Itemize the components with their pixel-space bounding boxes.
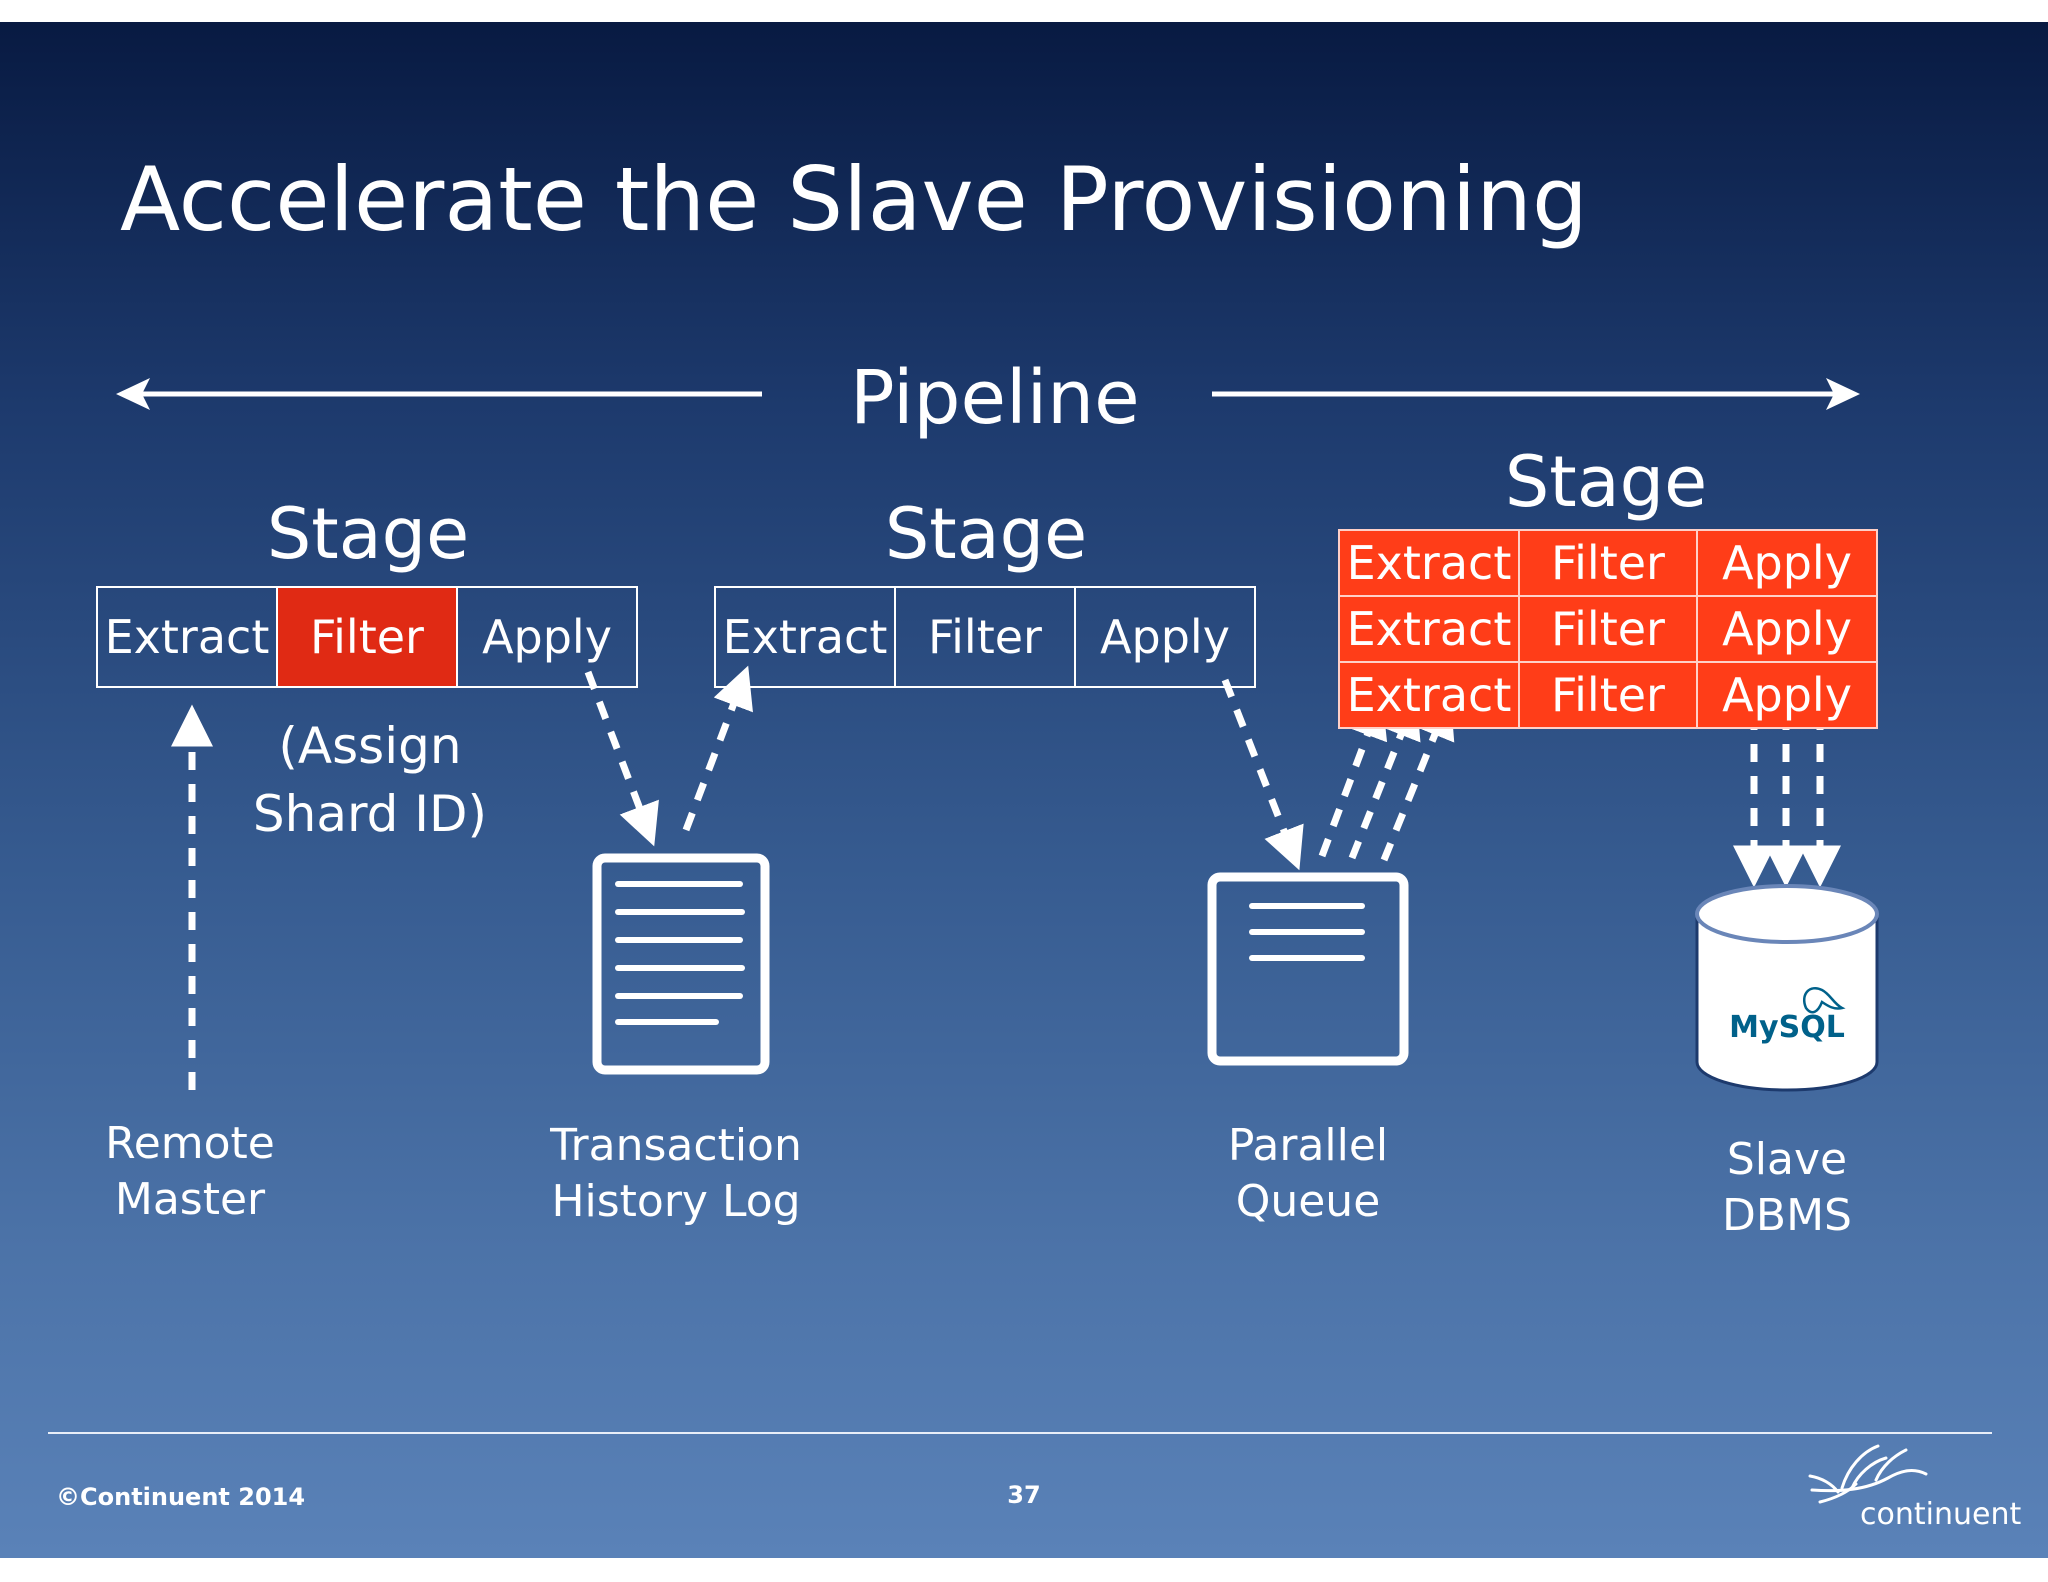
stage3-row3-filter-cell: Filter: [1518, 661, 1698, 729]
arrow-apply-to-transaction-log: [584, 670, 659, 847]
stage3-row3-extract-cell: Extract: [1338, 661, 1520, 729]
arrow-queue-to-stage3-c: [1380, 695, 1455, 862]
parallel-queue-label: Parallel Queue: [1200, 1118, 1416, 1230]
stage3-row2-extract-cell: Extract: [1338, 595, 1520, 663]
parallel-queue-document-icon: [1207, 872, 1409, 1066]
stage1-filter-cell: Filter: [276, 586, 458, 688]
footer-logo-text: continuent: [1860, 1497, 2022, 1532]
continuent-bird-logo-icon: [1808, 1444, 1928, 1504]
footer-divider: [48, 1432, 1992, 1434]
stage2-filter-cell: Filter: [894, 586, 1076, 688]
mysql-dolphin-icon: [1803, 987, 1846, 1014]
database-cylinder-icon: [1695, 884, 1879, 1092]
pipeline-arrow-left-icon: [116, 378, 762, 410]
stage3-row2-apply-cell: Apply: [1696, 595, 1878, 663]
stage1-filter-note: (Assign Shard ID): [220, 712, 520, 848]
remote-master-label: Remote Master: [88, 1116, 292, 1228]
slave-dbms-label: Slave DBMS: [1687, 1132, 1887, 1244]
transaction-log-line2: History Log: [551, 1176, 801, 1227]
stage3-row3-apply-cell: Apply: [1696, 661, 1878, 729]
arrow-queue-to-stage3-a: [1318, 695, 1388, 858]
stage2-header: Stage: [884, 493, 1088, 575]
stage1-apply-cell: Apply: [456, 586, 638, 688]
stage3-row2-filter-cell: Filter: [1518, 595, 1698, 663]
arrow-apply-to-parallel-queue: [1221, 678, 1304, 871]
arrow-queue-to-stage3-b: [1348, 695, 1421, 860]
transaction-log-label: Transaction History Log: [540, 1118, 812, 1230]
footer-copyright: ©Continuent 2014: [56, 1483, 306, 1511]
transaction-log-document-icon: [592, 853, 770, 1075]
stage2-apply-cell: Apply: [1074, 586, 1256, 688]
footer-page-number: 37: [1007, 1481, 1041, 1509]
slide-title: Accelerate the Slave Provisioning: [120, 148, 1588, 251]
stage3-row1-filter-cell: Filter: [1518, 529, 1698, 597]
slave-dbms-line2: DBMS: [1722, 1190, 1852, 1241]
slave-dbms-line1: Slave: [1726, 1134, 1848, 1185]
pipeline-label: Pipeline: [850, 355, 1140, 441]
mysql-logo-text: MySQL: [1729, 1010, 1845, 1045]
pipeline-arrow-right-icon: [1212, 378, 1860, 410]
stage1-note-line2: Shard ID): [252, 785, 488, 843]
remote-master-line1: Remote: [105, 1118, 275, 1169]
slide: Accelerate the Slave Provisioning: [0, 22, 2048, 1558]
arrow-transaction-log-to-extract: [682, 665, 753, 832]
remote-master-line2: Master: [114, 1174, 266, 1225]
stage3-header: Stage: [1504, 441, 1708, 523]
stage1-extract-cell: Extract: [96, 586, 278, 688]
transaction-log-line1: Transaction: [550, 1120, 802, 1171]
pipeline-diagram: [116, 378, 1928, 1504]
parallel-queue-line1: Parallel: [1227, 1120, 1389, 1171]
stage1-header: Stage: [266, 493, 470, 575]
stage1-note-line1: (Assign: [278, 717, 462, 775]
stage3-row1-extract-cell: Extract: [1338, 529, 1520, 597]
parallel-queue-line2: Queue: [1235, 1176, 1381, 1227]
stage2-extract-cell: Extract: [714, 586, 896, 688]
stage3-row1-apply-cell: Apply: [1696, 529, 1878, 597]
